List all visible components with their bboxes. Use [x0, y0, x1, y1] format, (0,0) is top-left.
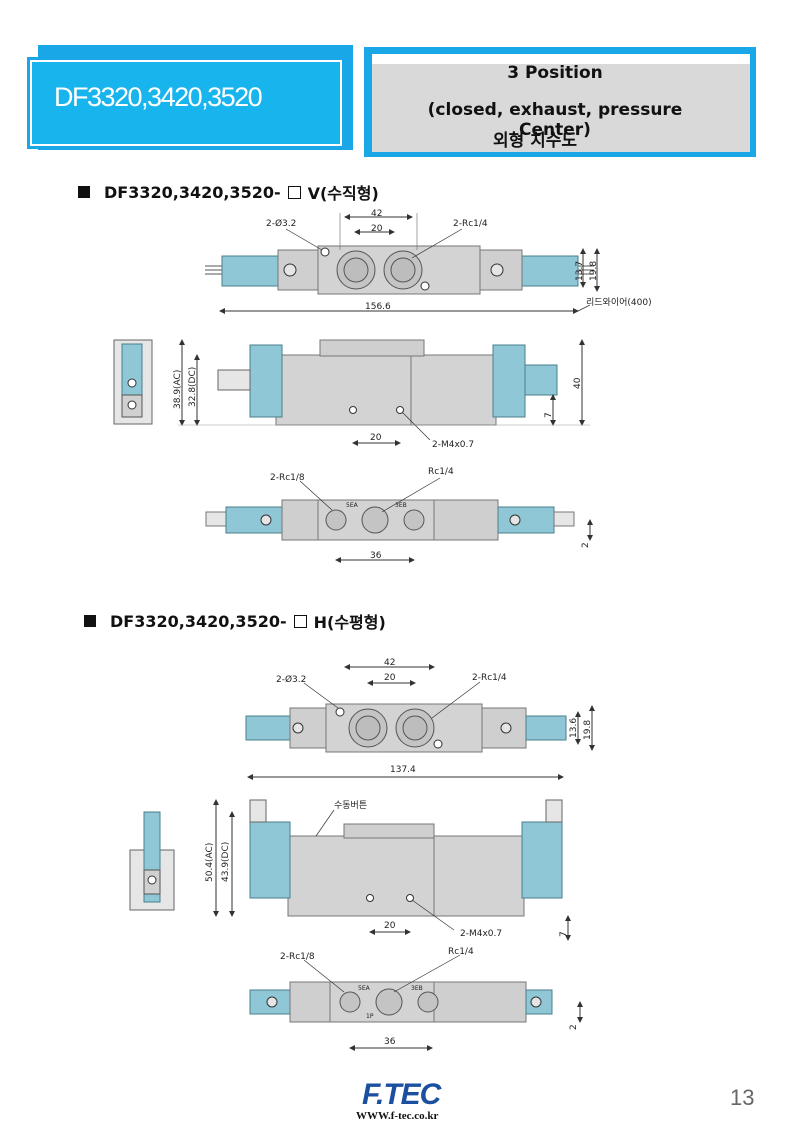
- dim-42: 42: [371, 209, 382, 219]
- v-bottom-view: 2-Rc1/8 Rc1/4 36 2 5EA 3EB: [205, 467, 593, 563]
- dim-38-9: 38.9(AC): [173, 370, 183, 409]
- section-heading-suffix: H(수평형): [313, 613, 386, 632]
- dim-7: 7: [544, 412, 554, 418]
- bullet-square: [78, 186, 90, 198]
- lead-wire-label: 리드와이어(400): [586, 296, 652, 308]
- dim-20-top-h: 20: [384, 673, 396, 683]
- dim-36: 36: [370, 551, 382, 561]
- dim-hole: 2-Ø3.2: [266, 218, 296, 229]
- dim-40: 40: [573, 377, 583, 389]
- h-bottom-view: 2-Rc1/8 Rc1/4 36 2 5EA 3EB 1P: [249, 947, 583, 1051]
- h-top-view: 2-Ø3.2 42 20 2-Rc1/4 13.6 19.8: [245, 658, 595, 753]
- port-3eb-h: 3EB: [411, 985, 423, 992]
- dim-rc18-h: 2-Rc1/8: [280, 952, 315, 962]
- section-heading-suffix: V(수직형): [307, 184, 379, 203]
- dim-43-9: 43.9(DC): [221, 842, 231, 882]
- option-box: [293, 614, 307, 628]
- dim-20-top: 20: [371, 224, 383, 234]
- h-front-view: 137.4 수동버튼 50.4(AC) 43.9(DC) 7 20 2-M4x0…: [205, 765, 571, 941]
- dim-19-8: 19.8: [589, 261, 599, 281]
- manual-button-label: 수동버튼: [334, 800, 367, 811]
- dim-42-h: 42: [384, 658, 395, 668]
- h-side-view: [129, 811, 175, 911]
- port-5ea: 5EA: [346, 502, 359, 509]
- dim-hole-h: 2-Ø3.2: [276, 674, 306, 685]
- port-3eb: 3EB: [395, 502, 407, 509]
- section-heading-vertical: DF3320,3420,3520- V(수직형): [78, 180, 379, 204]
- port-1p-h: 1P: [366, 1013, 374, 1020]
- dim-7-h: 7: [559, 931, 569, 937]
- header-center-type: (closed, exhaust, pressure Center): [427, 100, 683, 140]
- dim-19-8-h: 19.8: [583, 720, 593, 740]
- dim-length: 156.6: [365, 302, 391, 312]
- model-title: DF3320,3420,3520: [54, 82, 263, 112]
- ftec-logo: F.TEC: [362, 1078, 441, 1111]
- dim-port-top-h: 2-Rc1/4: [472, 673, 507, 683]
- dim-m4: 2-M4x0.7: [432, 440, 474, 450]
- dim-rc14-h: Rc1/4: [448, 947, 474, 957]
- dim-port-top: 2-Rc1/4: [453, 219, 488, 229]
- dim-m4-h: 2-M4x0.7: [460, 929, 502, 939]
- bullet-square: [84, 615, 96, 627]
- dim-2: 2: [581, 542, 591, 548]
- header-subtitle: 외형 치수도: [492, 131, 578, 151]
- section-heading-horizontal: DF3320,3420,3520- H(수평형): [84, 609, 386, 633]
- website-url: WWW.f-tec.co.kr: [356, 1110, 439, 1122]
- header-banner: [30, 60, 342, 146]
- dim-rc18: 2-Rc1/8: [270, 473, 305, 483]
- v-top-view: 2-Ø3.2 42 20 2-Rc1/4 13.7 19.8 156.6 리드와…: [205, 209, 652, 314]
- dim-20: 20: [370, 433, 382, 443]
- dim-rc14: Rc1/4: [428, 467, 454, 477]
- page-number: 13: [730, 1085, 755, 1110]
- v-side-view: [113, 339, 153, 425]
- header-info-panel: [372, 64, 750, 152]
- option-box: [287, 185, 301, 199]
- dim-50-4: 50.4(AC): [205, 843, 215, 882]
- dim-36-h: 36: [384, 1037, 396, 1047]
- dim-2-h: 2: [569, 1024, 579, 1030]
- section-heading-prefix: DF3320,3420,3520-: [104, 182, 281, 202]
- dim-32-8: 32.8(DC): [188, 367, 198, 407]
- section-heading-prefix: DF3320,3420,3520-: [110, 611, 287, 631]
- dim-13-6: 13.6: [569, 718, 579, 738]
- dim-13-7: 13.7: [575, 261, 585, 281]
- header-position: 3 Position: [507, 63, 603, 83]
- dim-137-4: 137.4: [390, 765, 416, 775]
- v-front-view: 38.9(AC) 32.8(DC) 40 7 20 2-M4x0.7: [173, 339, 590, 450]
- dim-20-h: 20: [384, 921, 396, 931]
- port-5ea-h: 5EA: [358, 985, 371, 992]
